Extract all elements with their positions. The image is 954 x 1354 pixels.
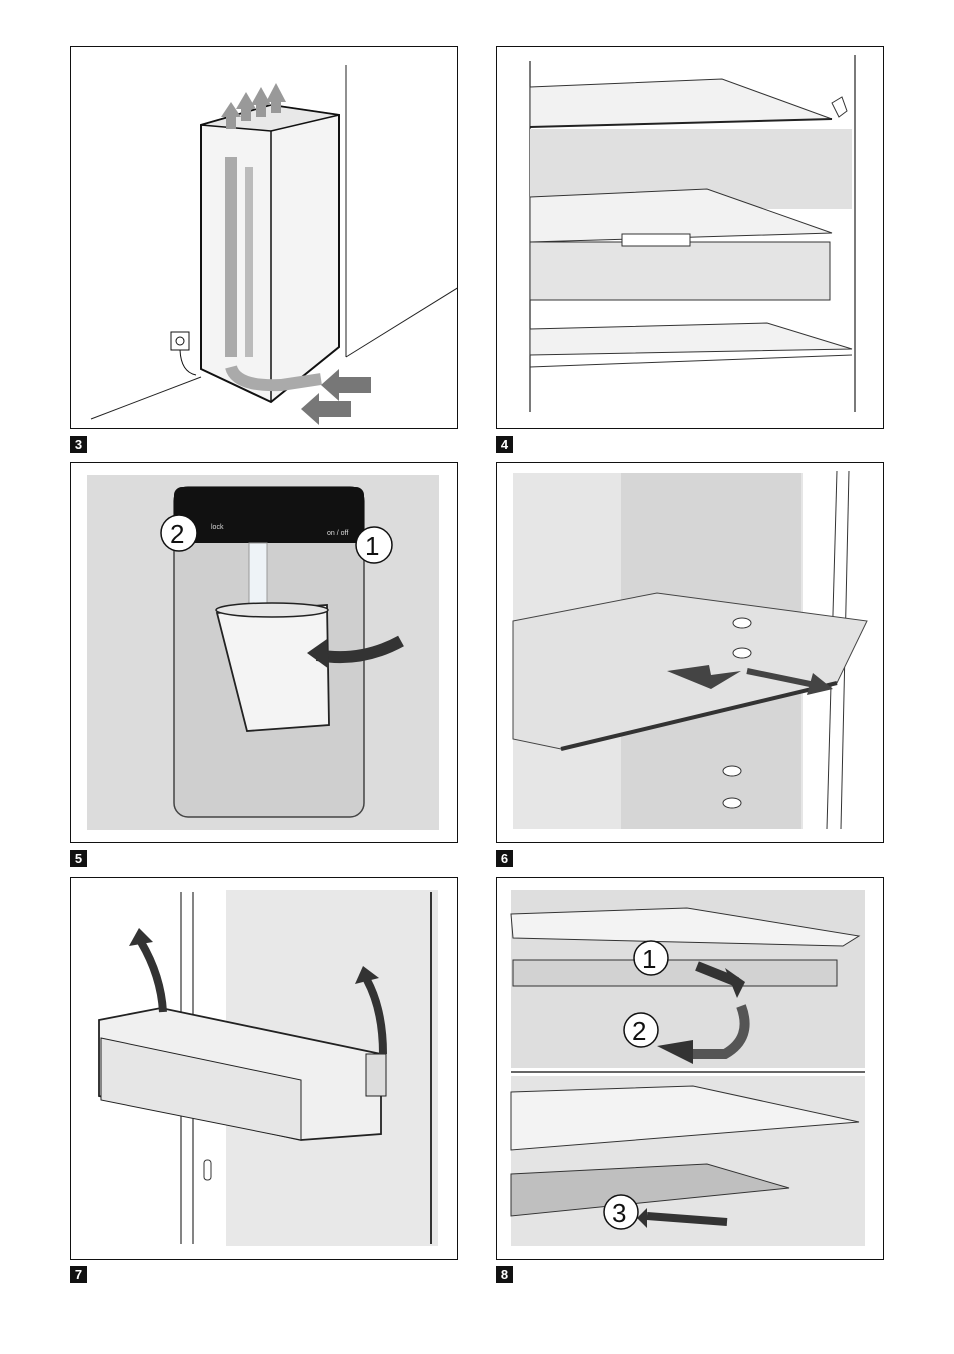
figure-label: 3 bbox=[70, 436, 87, 453]
figure-label: 4 bbox=[496, 436, 513, 453]
fridge-airflow-illustration bbox=[71, 47, 458, 429]
callout-3: 3 bbox=[612, 1198, 626, 1228]
callout-2: 2 bbox=[170, 519, 184, 549]
figure-5-panel: lock on / off 2 1 bbox=[70, 462, 458, 843]
figure-label: 7 bbox=[70, 1266, 87, 1283]
water-dispenser-illustration: lock on / off 2 1 bbox=[71, 463, 458, 843]
door-rack-removal-illustration bbox=[71, 878, 458, 1260]
figure-3-panel bbox=[70, 46, 458, 429]
wire-shelf-folding-illustration: 1 2 3 bbox=[497, 878, 884, 1260]
callout-2: 2 bbox=[632, 1016, 646, 1046]
glass-shelf-removal-illustration bbox=[497, 463, 884, 843]
figure-6-panel bbox=[496, 462, 884, 843]
figure-label: 8 bbox=[496, 1266, 513, 1283]
callout-1: 1 bbox=[365, 531, 379, 561]
figure-8-panel: 1 2 3 bbox=[496, 877, 884, 1260]
on-off-label: on / off bbox=[327, 530, 348, 537]
figure-7-panel bbox=[70, 877, 458, 1260]
figure-4-panel bbox=[496, 46, 884, 429]
fridge-shelves-illustration bbox=[497, 47, 884, 429]
figure-label: 6 bbox=[496, 850, 513, 867]
callout-1: 1 bbox=[642, 944, 656, 974]
figure-label: 5 bbox=[70, 850, 87, 867]
lock-label: lock bbox=[211, 524, 224, 531]
